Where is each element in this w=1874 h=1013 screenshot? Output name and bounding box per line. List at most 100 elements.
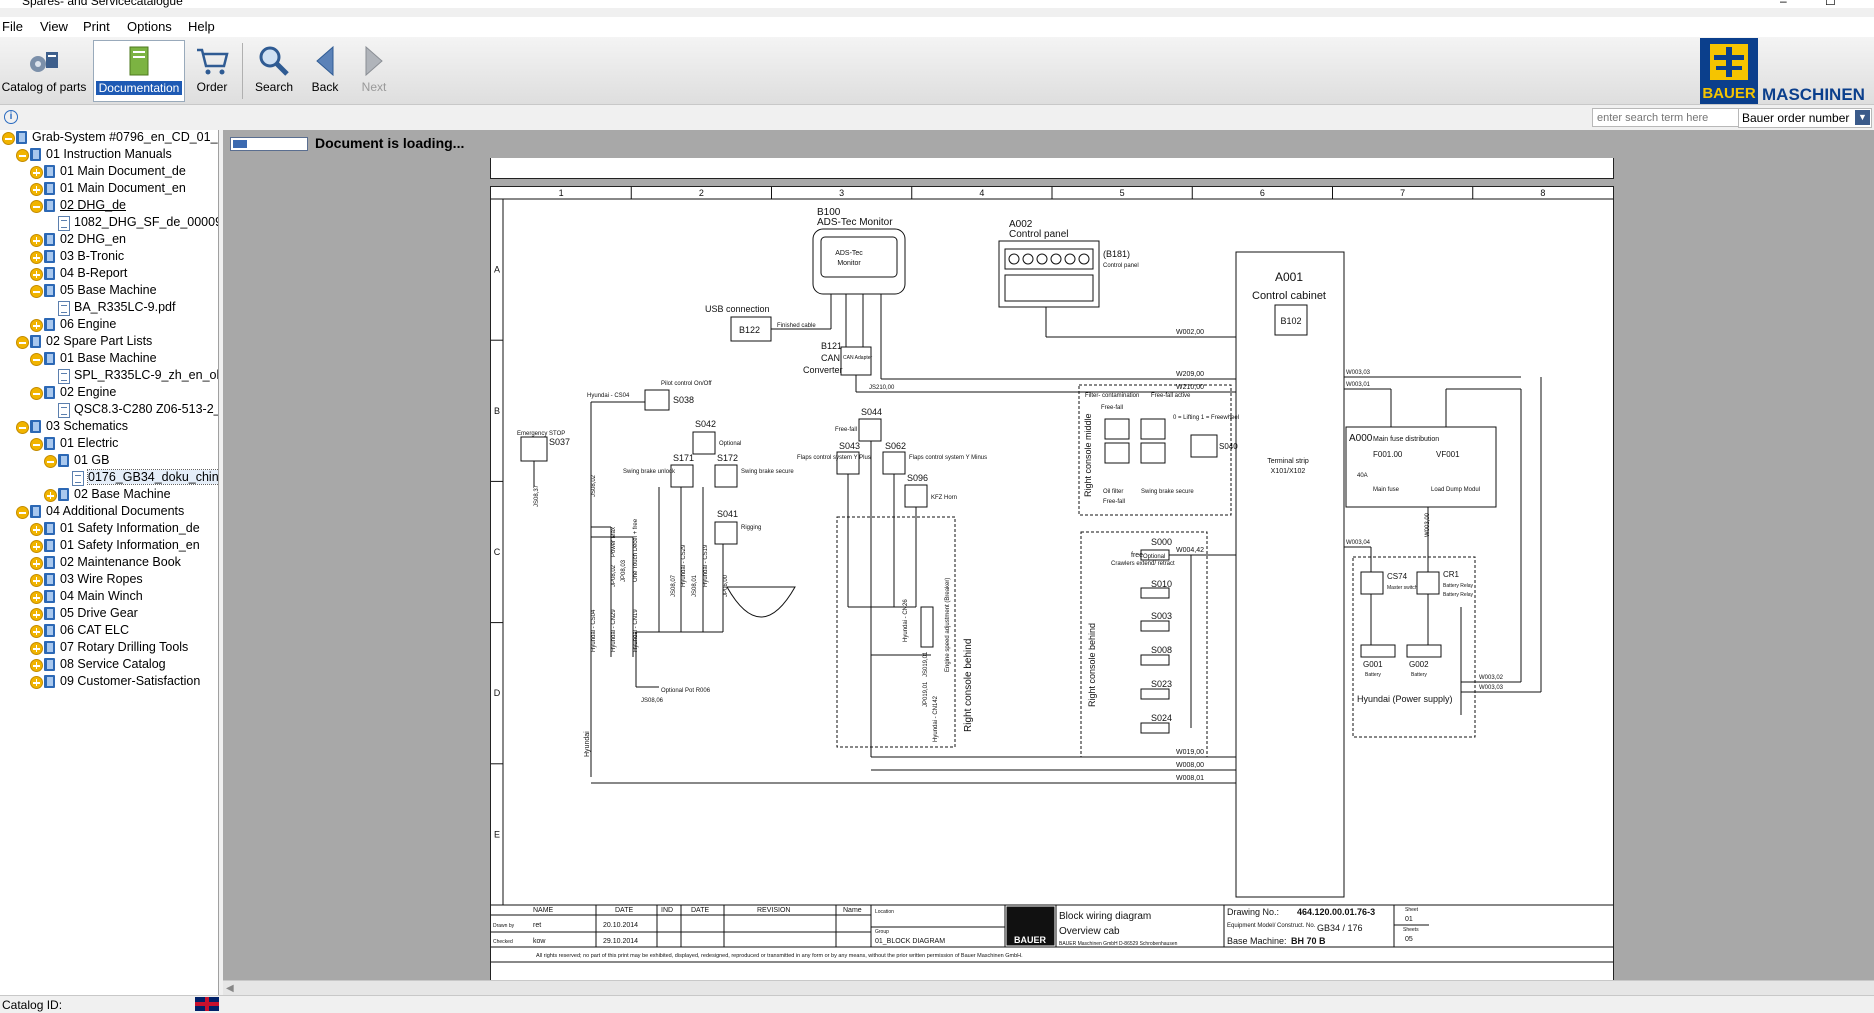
svg-text:Main fuse distribution: Main fuse distribution	[1373, 436, 1439, 443]
tree-item-label: 01 Safety Information_de	[60, 521, 200, 535]
info-icon[interactable]: i	[4, 110, 18, 124]
svg-text:GB34 / 176: GB34 / 176	[1317, 923, 1363, 933]
order-button[interactable]: Order	[190, 40, 234, 100]
scroll-left-icon[interactable]: ◀	[226, 983, 234, 994]
svg-text:Swing brake secure: Swing brake secure	[741, 469, 794, 475]
expand-icon[interactable]	[30, 591, 43, 604]
panel-indicator	[1036, 253, 1048, 265]
expand-icon[interactable]	[30, 642, 43, 655]
svg-text:free: free	[1131, 552, 1143, 559]
expand-icon[interactable]	[30, 676, 43, 689]
expand-icon[interactable]	[30, 540, 43, 553]
tree-item-label: 04 Additional Documents	[46, 504, 185, 518]
svg-text:ret: ret	[533, 922, 541, 929]
svg-text:S000: S000	[1151, 537, 1172, 547]
expand-icon[interactable]	[30, 166, 43, 179]
expand-icon[interactable]	[30, 387, 43, 400]
search-button[interactable]: Search	[252, 40, 296, 100]
book-icon	[44, 573, 55, 586]
book-icon	[44, 624, 55, 637]
row-label: E	[494, 829, 500, 839]
expand-icon[interactable]	[30, 268, 43, 281]
svg-text:X101/X102: X101/X102	[1271, 468, 1306, 475]
search-scope-select[interactable]: Bauer order number ▼	[1738, 108, 1872, 128]
column-label: 5	[1120, 188, 1125, 198]
title-bar: Spares- and Servicecatalogue – ☐	[0, 0, 1874, 8]
svg-text:Finished cable: Finished cable	[777, 323, 816, 329]
svg-text:S044: S044	[861, 407, 882, 417]
tree-item-label: 01 Electric	[60, 436, 119, 450]
expand-icon[interactable]	[30, 574, 43, 587]
back-button[interactable]: Back	[303, 40, 347, 100]
menu-help[interactable]: Help	[188, 19, 215, 34]
expand-icon[interactable]	[30, 625, 43, 638]
expand-icon[interactable]	[30, 557, 43, 570]
svg-text:B102: B102	[1280, 316, 1301, 326]
svg-text:Sheets: Sheets	[1403, 927, 1419, 933]
previous-page-edge	[490, 158, 1614, 179]
row-label: D	[494, 688, 501, 698]
expand-icon[interactable]	[30, 438, 43, 451]
catalog-of-parts-button[interactable]: Catalog of parts	[0, 40, 88, 100]
svg-text:Hyundai - CS19: Hyundai - CS19	[703, 544, 709, 587]
book-icon	[44, 641, 55, 654]
svg-text:JP06,00: JP06,00	[723, 574, 729, 597]
svg-text:W209,00: W209,00	[1176, 371, 1204, 378]
svg-text:Block wiring diagram: Block wiring diagram	[1059, 911, 1151, 922]
expand-icon[interactable]	[30, 659, 43, 672]
tree-item-label: 02 Maintenance Book	[60, 555, 181, 569]
expand-icon[interactable]	[30, 608, 43, 621]
expand-icon[interactable]	[30, 200, 43, 213]
expand-icon[interactable]	[30, 523, 43, 536]
expand-icon[interactable]	[16, 149, 29, 162]
expand-icon[interactable]	[16, 336, 29, 349]
expand-icon[interactable]	[30, 234, 43, 247]
expand-icon[interactable]	[2, 132, 15, 145]
minimize-button[interactable]: –	[1780, 0, 1787, 8]
svg-text:A000: A000	[1349, 433, 1373, 444]
svg-text:MASCHINEN: MASCHINEN	[1762, 85, 1865, 104]
next-button[interactable]: Next	[352, 40, 396, 100]
svg-text:Free-fall: Free-fall	[835, 427, 857, 433]
documentation-button[interactable]: Documentation	[93, 40, 185, 102]
tree-item-label: 01 Safety Information_en	[60, 538, 200, 552]
horizontal-scrollbar[interactable]: ◀	[223, 980, 1874, 996]
svg-text:S003: S003	[1151, 611, 1172, 621]
book-icon	[30, 148, 41, 161]
expand-icon[interactable]	[30, 353, 43, 366]
document-icon	[58, 369, 70, 384]
svg-text:Hyundai - CN19: Hyundai - CN19	[633, 609, 639, 652]
expand-icon[interactable]	[30, 285, 43, 298]
language-flag-icon[interactable]	[195, 997, 219, 1011]
svg-text:S172: S172	[717, 453, 738, 463]
row-label: C	[494, 547, 501, 557]
expand-icon[interactable]	[30, 319, 43, 332]
svg-text:Name: Name	[843, 907, 862, 914]
menu-file[interactable]: File	[2, 19, 23, 34]
expand-icon[interactable]	[44, 455, 57, 468]
svg-text:All rights reserved; no part o: All rights reserved; no part of this pri…	[536, 953, 1023, 959]
svg-text:JP08,02: JP08,02	[611, 564, 617, 587]
svg-text:Hyundai (Power supply): Hyundai (Power supply)	[1357, 694, 1453, 704]
loading-progress-bar	[230, 137, 308, 151]
expand-icon[interactable]	[30, 251, 43, 264]
svg-text:S024: S024	[1151, 713, 1172, 723]
expand-icon[interactable]	[16, 421, 29, 434]
book-icon	[44, 233, 55, 246]
tree-item-label: 0176_GB34_doku_chin	[87, 469, 219, 485]
expand-icon[interactable]	[16, 506, 29, 519]
svg-text:CR1: CR1	[1443, 570, 1460, 579]
book-icon	[44, 199, 55, 212]
search-input[interactable]	[1592, 108, 1742, 127]
expand-icon[interactable]	[44, 489, 57, 502]
menu-view[interactable]: View	[40, 19, 68, 34]
expand-icon[interactable]	[30, 183, 43, 196]
svg-text:Overview cab: Overview cab	[1059, 926, 1120, 937]
panel-indicator	[1022, 253, 1034, 265]
book-icon	[44, 675, 55, 688]
menu-print[interactable]: Print	[83, 19, 110, 34]
tree-item-label: 07 Rotary Drilling Tools	[60, 640, 189, 654]
menu-options[interactable]: Options	[127, 19, 172, 34]
svg-text:REVISION: REVISION	[757, 907, 790, 914]
maximize-button[interactable]: ☐	[1825, 0, 1836, 8]
